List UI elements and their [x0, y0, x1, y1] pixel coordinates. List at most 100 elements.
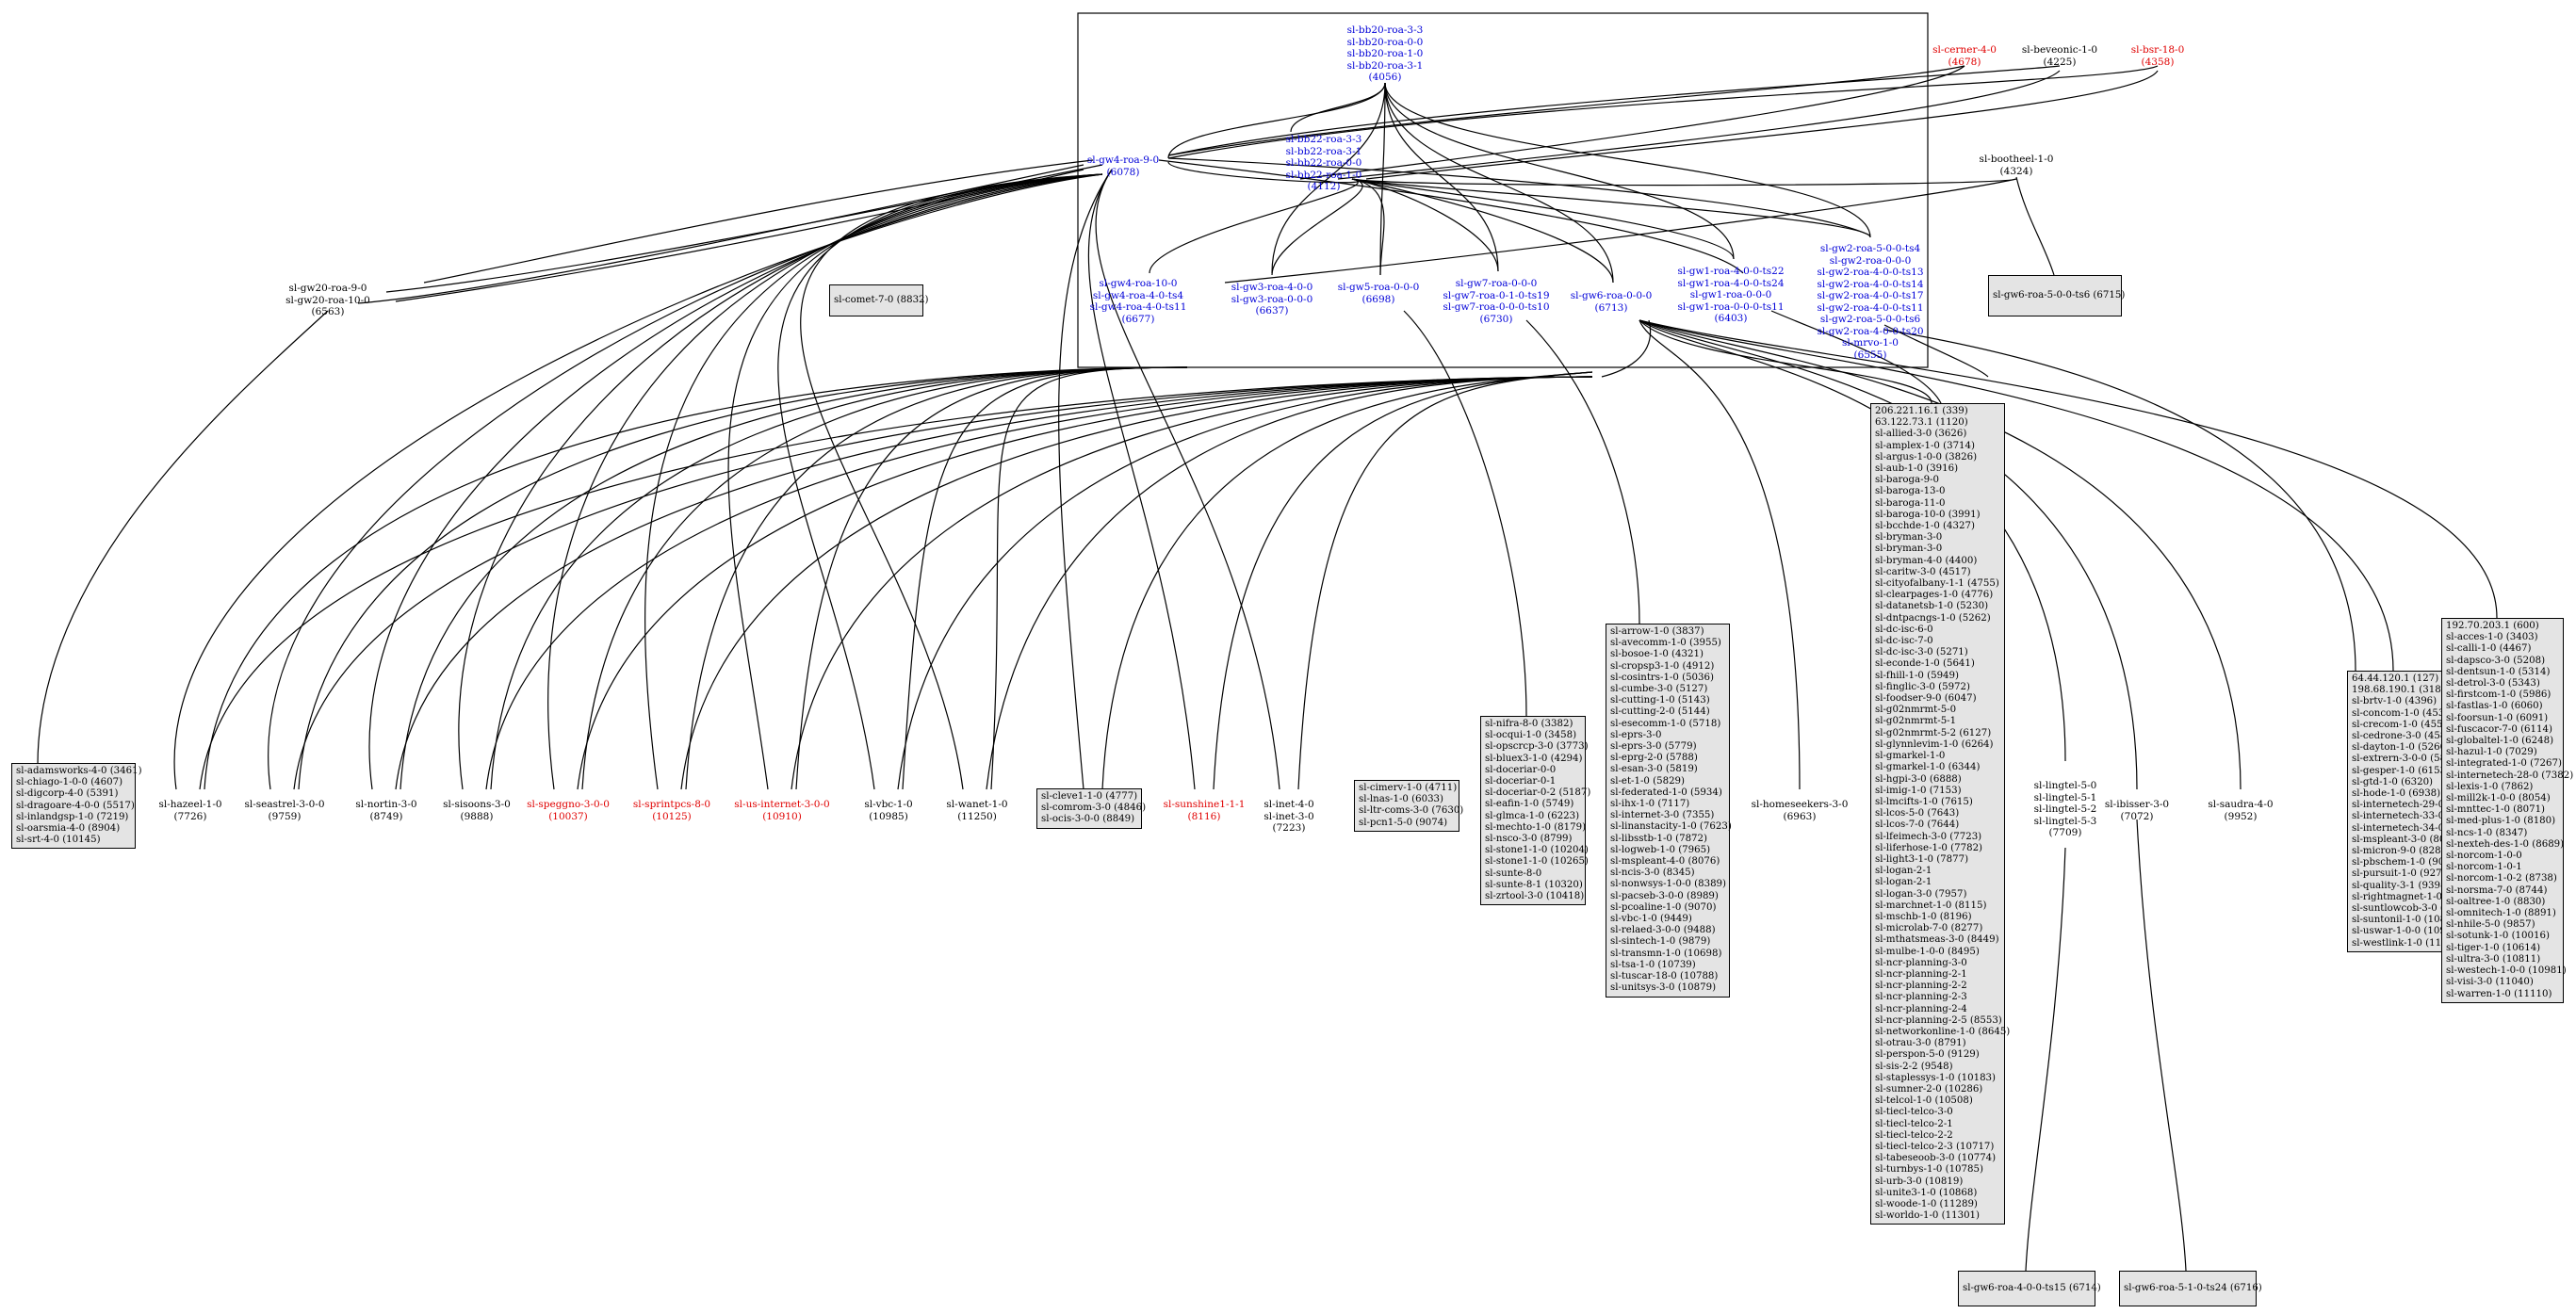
node-gw6: sl-gw6-roa-0-0-0(6713) — [1571, 290, 1653, 314]
node-label-line: sl-sunshine1-1-1 — [1163, 799, 1246, 810]
graph-edge — [1087, 169, 1196, 790]
graph-edge — [1384, 82, 1871, 238]
node-label-line: sl-pbschem-1-0 (9060) — [2352, 857, 2461, 868]
node-label-line: sl-internetech-34-0 (7388) — [2352, 822, 2480, 834]
node-label-line: sl-ncs-1-0 (8347) — [2446, 827, 2528, 838]
node-label-line: sl-bluex3-1-0 (4294) — [1485, 753, 1583, 764]
graph-edge — [1384, 82, 1735, 260]
node-label-line: sl-argus-1-0-0 (3826) — [1875, 451, 1978, 462]
node-label-line: sl-wanet-1-0 — [946, 799, 1008, 810]
graph-edge — [1384, 82, 1614, 284]
node-wanet: sl-wanet-1-0(11250) — [946, 799, 1007, 822]
node-label-line: sl-ncr-planning-2-2 — [1875, 981, 1967, 992]
node-bsr: sl-bsr-18-0(4358) — [2131, 44, 2185, 68]
graph-edge — [2015, 176, 2055, 276]
node-label-line: sl-bryman-3-0 — [1875, 543, 1943, 555]
node-label-line: sl-clearpages-1-0 (4776) — [1875, 590, 1994, 601]
node-label-line: sl-bcchde-1-0 (4327) — [1875, 521, 1975, 532]
node-label-line: sl-hode-1-0 (6938) — [2352, 788, 2441, 800]
node-label-line: sl-doceriar-0-0 — [1485, 764, 1557, 775]
node-label-line: sl-stone1-1-0 (10265) — [1485, 856, 1589, 868]
graph-edge — [1403, 310, 1527, 717]
node-label-line: sl-tuscar-18-0 (10788) — [1610, 971, 1719, 982]
node-label-line: sl-gw2-roa-4-0-0-ts17 — [1817, 290, 1924, 301]
node-label-line: sl-mulbe-1-0-0 (8495) — [1875, 946, 1980, 957]
node-label-line: sl-gw6-roa-5-1-0-ts24 (6716) — [2124, 1283, 2262, 1293]
node-label-line: sl-otrau-3-0 (8791) — [1875, 1038, 1966, 1049]
node-label-line: sl-foorsun-1-0 (6091) — [2446, 712, 2549, 723]
node-label-line: sl-firstcom-1-0 (5986) — [2446, 689, 2552, 701]
node-label-line: sl-mill2k-1-0-0 (8054) — [2446, 793, 2551, 804]
node-label-line: sl-mspleant-3-0 (8074) — [2352, 834, 2462, 845]
node-ip206: 206.221.16.1 (339)63.122.73.1 (1120)sl-a… — [1870, 403, 2010, 1225]
node-label-line: sl-us-internet-3-0-0 — [734, 799, 830, 810]
node-label-line: sl-tiecl-telco-2-1 — [1875, 1118, 1953, 1129]
node-label-line: sl-light3-1-0 (7877) — [1875, 853, 1969, 865]
node-label-line: sl-gw1-roa-4-0-0-ts24 — [1677, 277, 1785, 289]
node-label-line: sl-adamsworks-4-0 (3461) — [16, 766, 142, 776]
node-label-line: sl-gw6-roa-0-0-0 — [1570, 290, 1653, 301]
node-label-line: 192.70.203.1 (600) — [2446, 621, 2539, 631]
graph-edge — [1271, 82, 1386, 274]
node-label-line: sl-gw3-roa-0-0-0 — [1231, 293, 1313, 305]
node-label-line: sl-dayton-1-0 (5260) — [2352, 742, 2451, 754]
node-label-line: sl-tiecl-telco-2-2 — [1875, 1129, 1953, 1141]
node-label-line: sl-bb22-roa-3-1 — [1285, 145, 1362, 157]
node-gw6_4: sl-gw6-roa-4-0-0-ts15 (6714) — [1958, 1271, 2101, 1306]
node-label-line: sl-warren-1-0 (11110) — [2446, 988, 2552, 999]
node-label-line: sl-dc-isc-7-0 — [1875, 636, 1933, 647]
graph-edge — [800, 173, 1103, 790]
node-gw6_5b: sl-gw6-roa-5-1-0-ts24 (6716) — [2119, 1271, 2262, 1306]
node-label-line: sl-nexteh-des-1-0 (8689) — [2446, 838, 2565, 850]
node-label-line: sl-calli-1-0 (4467) — [2446, 643, 2532, 655]
node-label-line: sl-globaltel-1-0 (6248) — [2446, 736, 2554, 747]
node-label-line: (9888) — [460, 810, 494, 822]
node-ibisser: sl-ibisser-3-0(7072) — [2105, 799, 2169, 822]
node-adams: sl-adamsworks-4-0 (3461)sl-chiago-1-0-0 … — [11, 763, 142, 850]
node-label-line: sl-marchnet-1-0 (8115) — [1875, 900, 1987, 911]
node-label-line: sl-amplex-1-0 (3714) — [1875, 440, 1975, 451]
graph-edge — [1290, 82, 1386, 133]
node-label-line: sl-mspleant-4-0 (8076) — [1610, 856, 1720, 868]
node-label-line: sl-internetech-33-0 (7387) — [2352, 811, 2480, 822]
node-label-line: sl-staplessys-1-0 (10183) — [1875, 1072, 1997, 1083]
node-label-line: sl-bryman-4-0 (4400) — [1875, 555, 1978, 566]
graph-edge — [423, 159, 1094, 284]
node-label-line: sl-ncr-planning-2-4 — [1875, 1003, 1967, 1014]
node-label-line: sl-g02nmrmt-5-2 (6127) — [1875, 727, 1992, 738]
node-label-line: sl-woode-1-0 (11289) — [1875, 1199, 1978, 1210]
graph-edge — [395, 169, 1084, 302]
node-label-line: 63.122.73.1 (1120) — [1875, 417, 1968, 429]
node-label-line: (9759) — [268, 810, 302, 822]
node-homeseekers: sl-homeseekers-3-0(6963) — [1752, 799, 1849, 822]
node-label-line: (4112) — [1307, 181, 1341, 192]
node-label-line: sl-finglic-3-0 (5972) — [1875, 681, 1970, 692]
node-label-line: (6078) — [1106, 166, 1140, 178]
graph-edge — [1351, 178, 1735, 260]
node-ip192: 192.70.203.1 (600)sl-acces-1-0 (3403)sl-… — [2441, 618, 2573, 1003]
graph-edge — [1525, 319, 1640, 625]
node-label-line: (10910) — [762, 810, 802, 822]
node-label-line: sl-nsco-3-0 (8799) — [1485, 834, 1573, 845]
node-label-line: sl-hgpi-3-0 (6888) — [1875, 773, 1962, 785]
node-label-line: (6555) — [1853, 349, 1887, 361]
node-label-line: (4678) — [1948, 56, 1981, 68]
node-label-line: sl-g02nmrmt-5-0 — [1875, 705, 1957, 716]
node-label-line: sl-gw4-roa-10-0 — [1099, 278, 1178, 289]
node-label-line: sl-cleve1-1-0 (4777) — [1041, 791, 1138, 802]
cluster-frame — [1077, 12, 1929, 368]
node-label-line: sl-eprg-2-0 (5788) — [1610, 753, 1698, 764]
node-label-line: sl-allied-3-0 (3626) — [1875, 429, 1967, 440]
graph-edge — [986, 376, 1593, 790]
node-label-line: sl-norcom-1-0-2 (8738) — [2446, 873, 2557, 884]
graph-edge — [1351, 178, 1871, 238]
node-label-line: sl-bb22-roa-1-0 — [1285, 169, 1362, 181]
node-label-line: sl-norcom-1-0-1 — [2446, 862, 2522, 873]
node-label-line: sl-acces-1-0 (3403) — [2446, 632, 2538, 643]
graph-edge — [1639, 319, 1801, 790]
node-label-line: sl-gw20-roa-9-0 — [288, 283, 367, 294]
graph-edge — [1351, 178, 2017, 187]
graph-edge — [458, 173, 1103, 790]
